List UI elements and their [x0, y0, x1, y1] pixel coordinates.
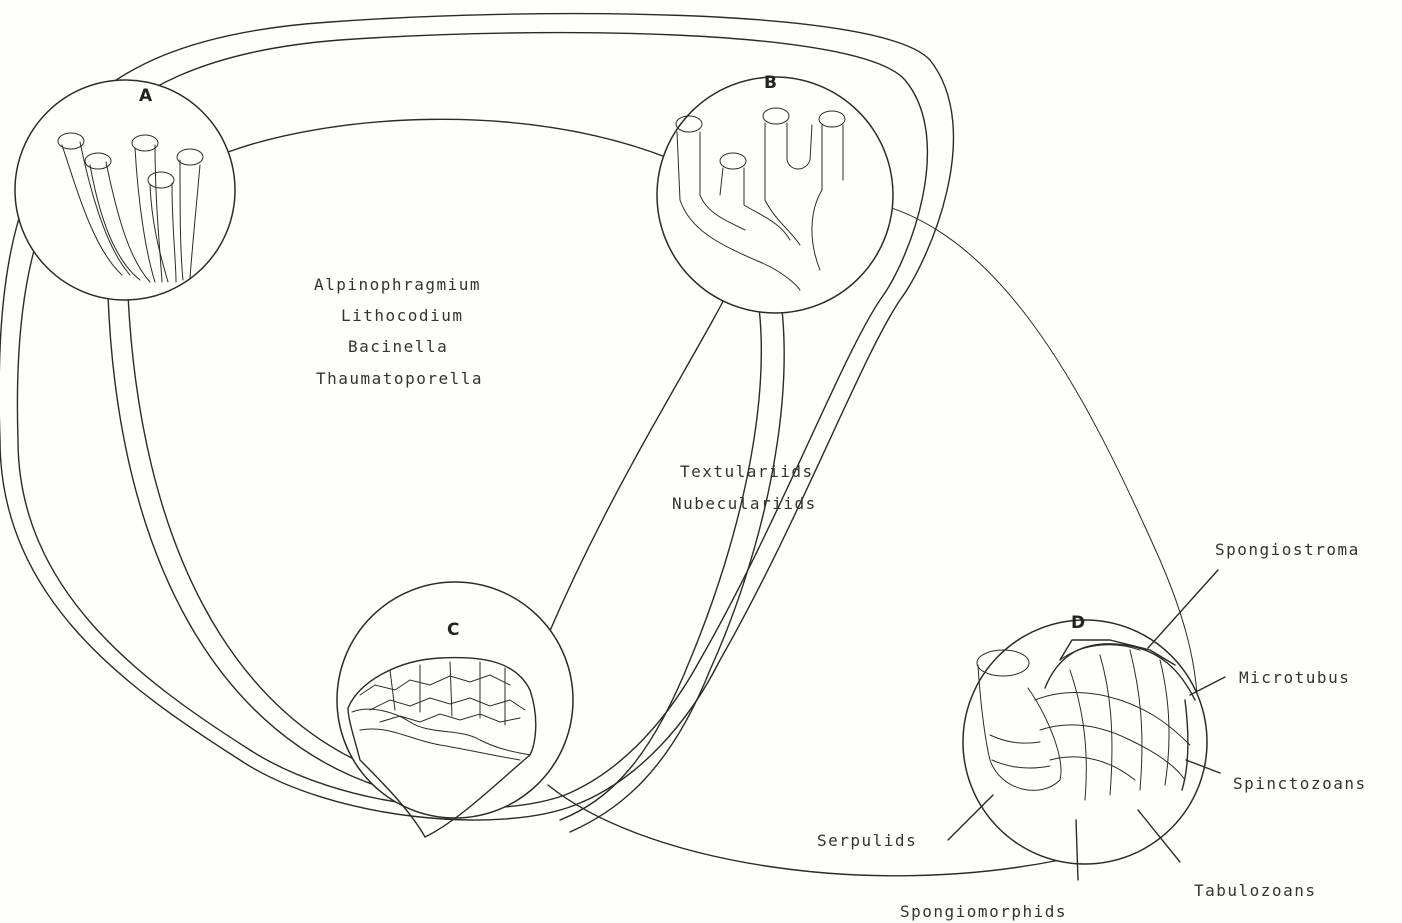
- node-d-letter: D: [1071, 613, 1085, 633]
- node-a-letter: A: [139, 86, 153, 106]
- label-spinctozoans: Spinctozoans: [1233, 774, 1367, 793]
- node-c-letter: C: [447, 620, 459, 640]
- node-a-circle: [15, 80, 235, 300]
- label-spongiostroma: Spongiostroma: [1215, 540, 1360, 559]
- taxon-label: Textulariids: [680, 462, 814, 481]
- pointer-spongiostroma: [1148, 570, 1218, 648]
- label-tabulozoans: Tabulozoans: [1194, 881, 1316, 900]
- label-microtubus: Microtubus: [1239, 668, 1350, 687]
- taxon-label: Thaumatoporella: [316, 369, 483, 388]
- node-b-letter: B: [764, 73, 777, 93]
- node-b-circle: [657, 77, 893, 313]
- label-serpulids: Serpulids: [817, 831, 917, 850]
- node-c-circle: [337, 582, 573, 818]
- pointer-serpulids: [948, 795, 993, 840]
- link-a-b: [228, 119, 668, 158]
- taxon-label: Alpinophragmium: [314, 275, 481, 294]
- taxon-label: Lithocodium: [341, 306, 463, 325]
- centre-taxa-list: Alpinophragmium Lithocodium Bacinella Th…: [314, 275, 483, 388]
- link-b-down-2: [570, 282, 784, 832]
- taxon-label: Nubeculariids: [672, 494, 817, 513]
- label-spongiomorphids: Spongiomorphids: [900, 902, 1067, 921]
- taxon-label: Bacinella: [348, 337, 448, 356]
